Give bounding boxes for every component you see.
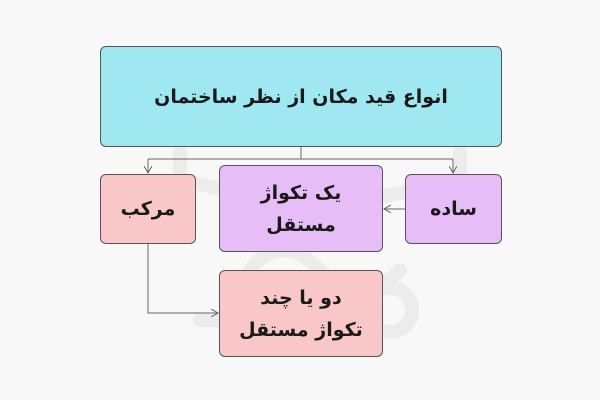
- node-multi-morpheme: دو یا چند تکواژ مستقل: [219, 270, 383, 357]
- title-box: انواع قید مکان از نظر ساختمان: [100, 46, 502, 147]
- node-single-line1: یک تکواژ: [260, 181, 342, 204]
- connector-compound-to-multi: [147, 244, 217, 313]
- node-single-line2: مستقل: [266, 213, 336, 236]
- title-text: انواع قید مکان از نظر ساختمان: [154, 85, 448, 108]
- node-multi-line1: دو یا چند: [260, 286, 342, 309]
- node-simple-label: ساده: [430, 198, 477, 220]
- node-single-morpheme: یک تکواژ مستقل: [219, 165, 383, 252]
- node-compound: مرکب: [100, 174, 196, 244]
- node-multi-line2: تکواژ مستقل: [239, 318, 363, 341]
- node-compound-label: مرکب: [120, 198, 176, 220]
- node-simple: ساده: [405, 174, 502, 244]
